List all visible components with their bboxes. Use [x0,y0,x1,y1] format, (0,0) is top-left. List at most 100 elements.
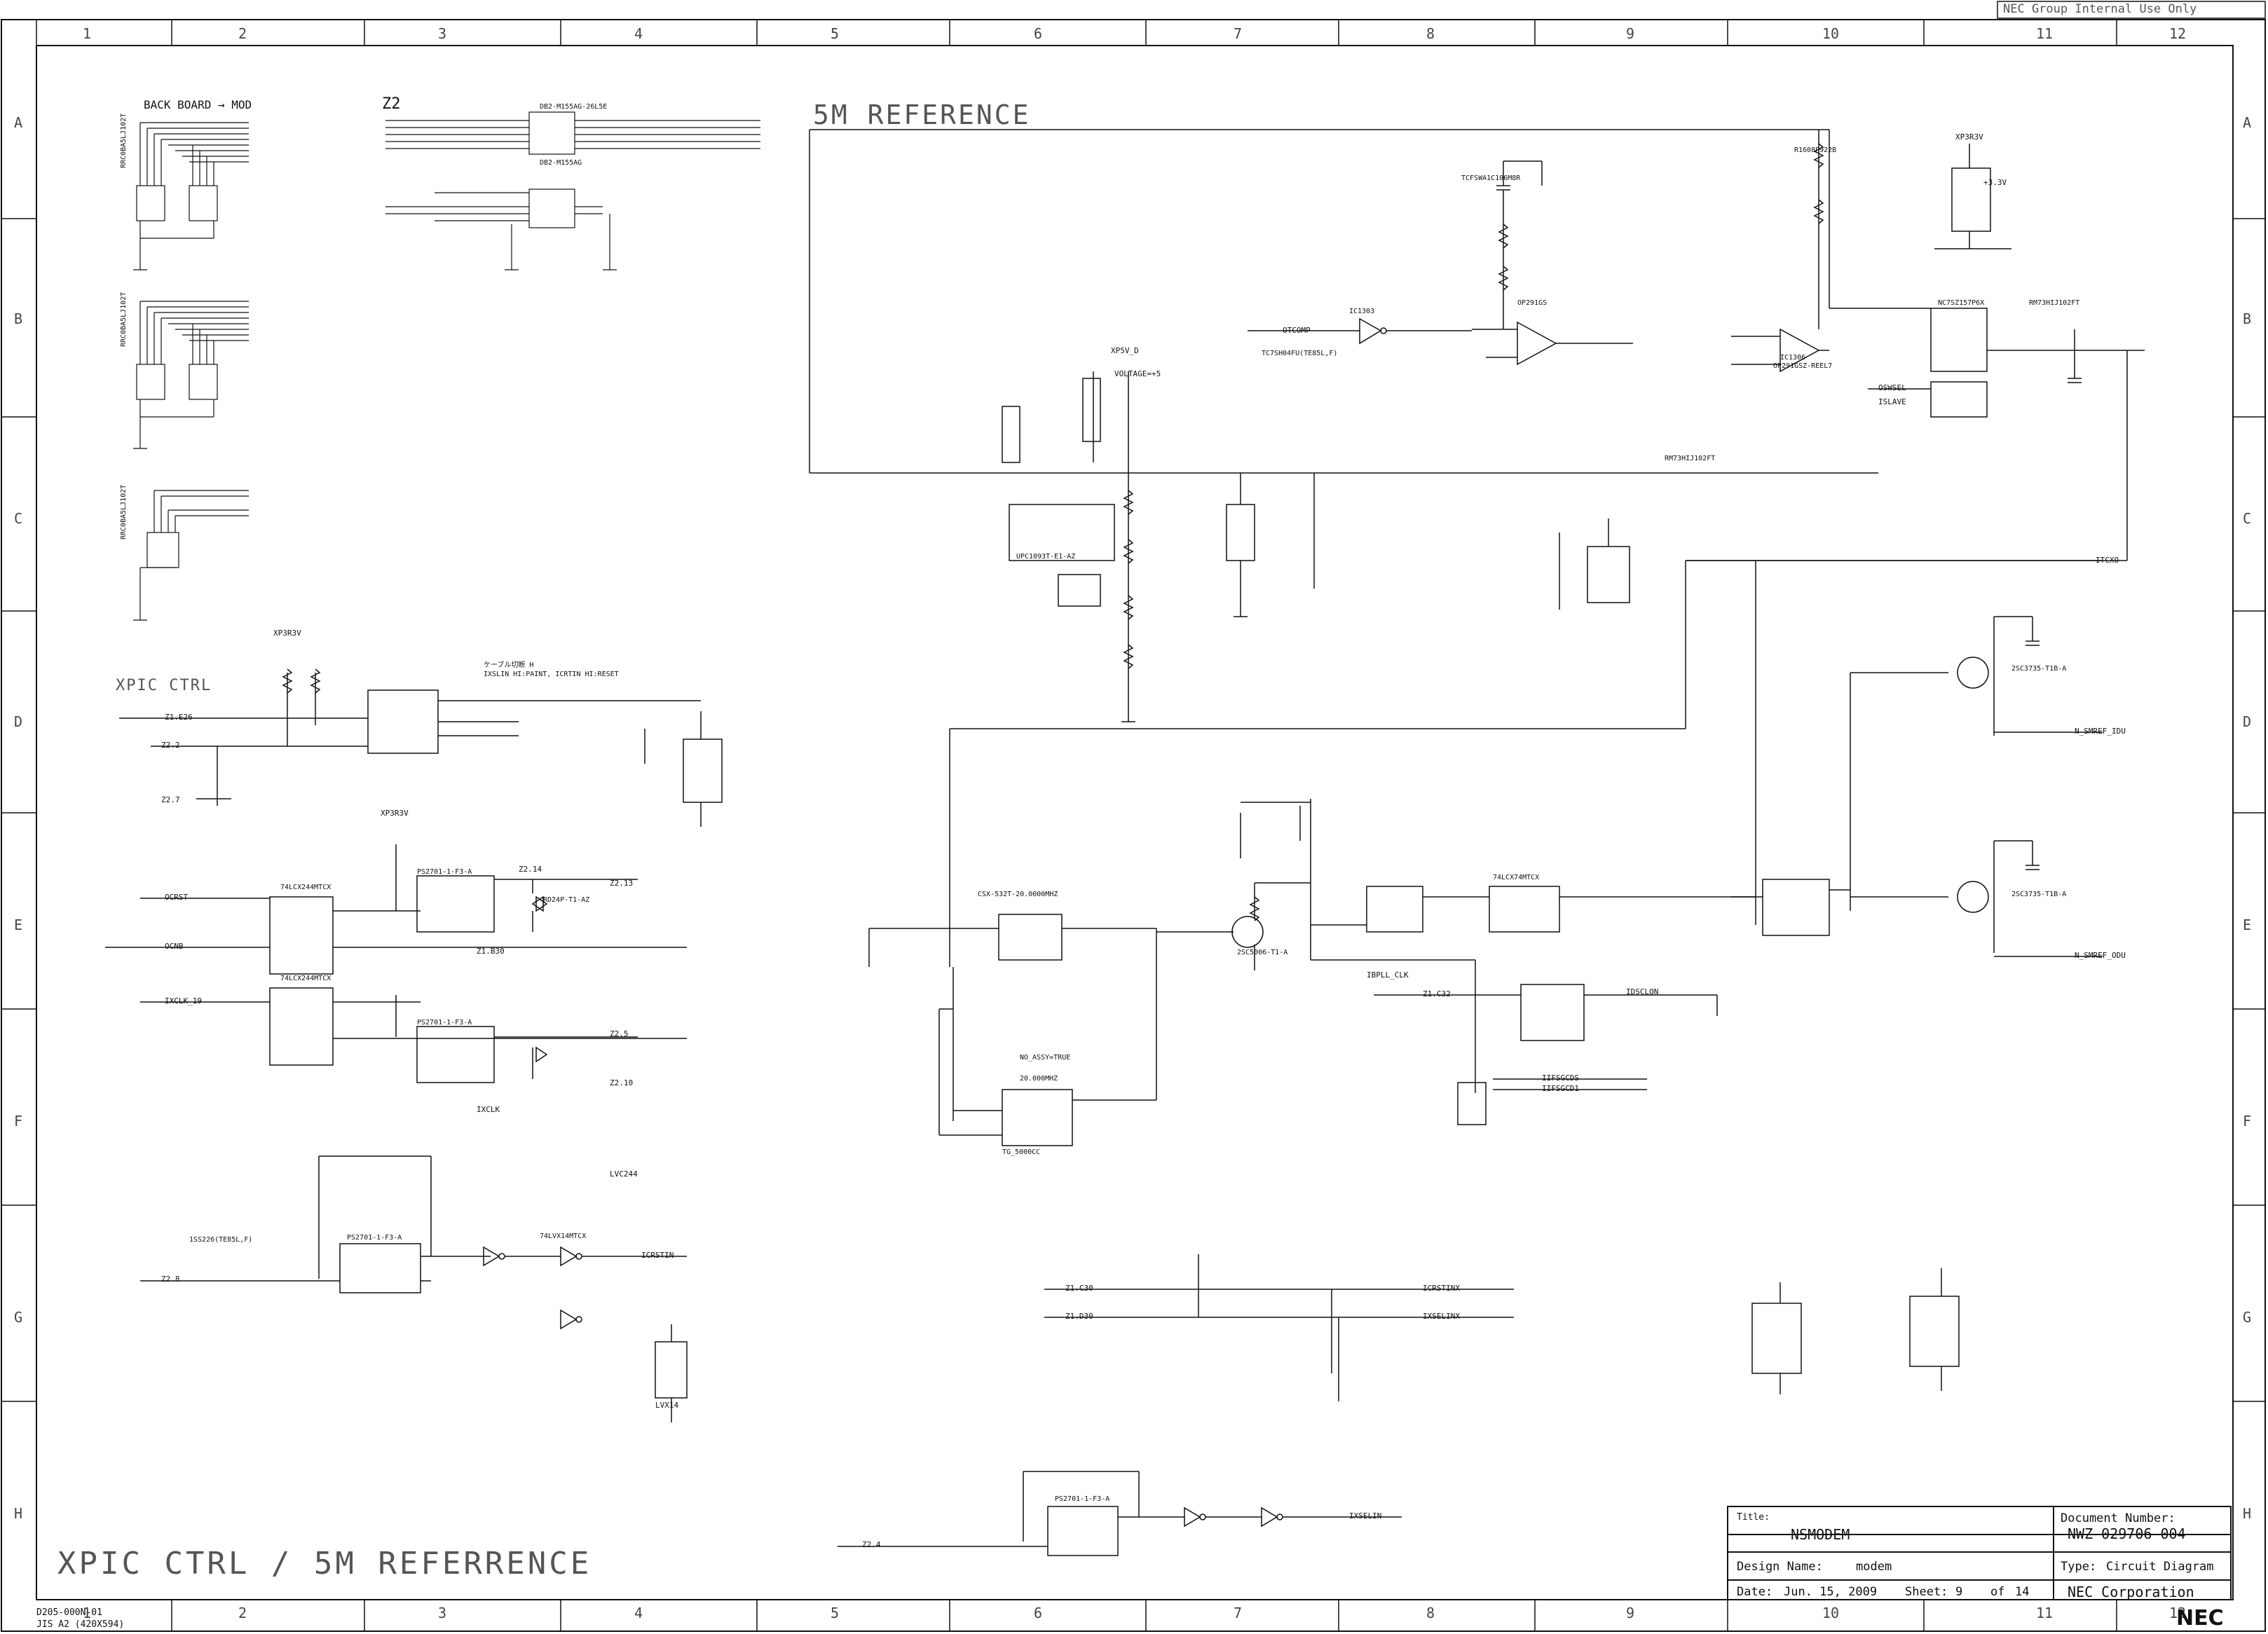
column-number-top: 3 [438,25,447,42]
net-lvx14: LVX14 [655,1401,679,1410]
net-z2-13: Z2.13 [610,879,634,888]
net-z1e26: Z1.E26 [165,713,193,722]
tr1-label: 2SC5006-T1-A [1237,949,1288,956]
r1341-label: RM73HIJ102FT [2029,299,2080,307]
form-number: D205-000N-01 [36,1607,102,1618]
tb-docnum-label: Document Number: [2061,1511,2175,1525]
net-oswsel: OSWSEL [1878,383,1906,392]
net-lvc244: LVC244 [610,1169,638,1179]
cap1311-label: TCFSWA1C106M8R [1461,174,1521,182]
row-letter-right: D [2243,713,2252,730]
row-letter-right: C [2243,510,2252,527]
tb-of-value: 14 [2015,1585,2030,1599]
column-number-top: 2 [238,25,247,42]
r1330-label: R1608P922B [1794,146,1837,154]
r1331-label: RM73HIJ102FT [1665,455,1716,462]
rarray2-label: RRC0BA5LJ102T [120,291,128,347]
column-number-bottom: 9 [1626,1605,1635,1621]
net-z2-4: Z2.4 [862,1540,881,1549]
net-z1d30: Z1.D30 [1065,1312,1093,1321]
net-ocnb: OCNB [165,942,184,951]
row-letter-right: G [2243,1309,2252,1326]
column-number-top: 5 [831,25,840,42]
row-letter-left: G [14,1309,23,1326]
net-ifsgcd2: IIFSGCD1 [1542,1084,1579,1093]
net-z1c32: Z1.C32 [1423,989,1451,998]
tb-docnum-value: NWZ-029706-004 [2068,1525,2186,1542]
column-number-bottom: 12 [2169,1605,2187,1621]
xo-label: TG_5000CC [1002,1148,1041,1156]
tr2-label: 2SC3735-T1B-A [2011,665,2067,673]
net-z2-14: Z2.14 [519,865,542,874]
paper-size: JIS A2 (420X594) [36,1619,125,1630]
z2-title: Z2 [382,95,401,113]
tb-type-label: Type: [2061,1560,2097,1574]
ref-title: 5M REFERENCE [813,99,1031,130]
column-number-top: 12 [2169,25,2187,42]
net-idsc: IDSCLON [1626,987,1659,996]
pc2-label: PS2701-1-F3-A [417,1019,472,1027]
net-itcxo: ITCXO [2096,556,2119,565]
lvc244b-label: 74LCX244MTCX [280,975,332,982]
rarray3-label: RRC0BA5LJ102T [120,484,128,540]
xo-note: NO_ASSY=TRUE [1020,1054,1071,1062]
tb-type-value: Circuit Diagram [2106,1560,2214,1574]
tr3-label: 2SC3735-T1B-A [2011,891,2067,898]
row-letter-left: B [14,310,23,327]
tb-title-value: NSMODEM [1791,1526,1850,1543]
net-icrstinx: ICRSTINX [1423,1284,1460,1293]
net-xp5v: XP5V_D [1111,346,1139,355]
column-number-bottom: 2 [238,1605,247,1621]
latch-label: TC7SH04FU(TE85L,F) [1262,350,1338,357]
net-vol5: VOLTAGE=+5 [1114,369,1161,378]
column-number-top: 7 [1234,25,1243,42]
xpic-ctrl-title: XPIC CTRL [116,677,212,694]
net-xp3r3v-mid: XP3R3V [381,809,409,818]
xo-freq: 20.000MHZ [1020,1075,1058,1083]
column-number-bottom: 7 [1234,1605,1243,1621]
net-ocrst: OCRST [165,893,189,902]
row-letter-left: E [14,916,23,933]
pc3-label: PS2701-1-F3-A [347,1234,402,1242]
pc1-label: PS2701-1-F3-A [417,868,472,876]
column-number-top: 11 [2036,25,2054,42]
net-v33-mux: +3.3V [1983,178,2007,187]
net-otcomp: OTCOMP [1283,326,1311,335]
conn-z2b-label: DB2-M155AG [540,159,582,167]
net-ixselin: IXSELIN [1349,1511,1382,1520]
net-ixclk: IXCLK_19 [165,996,202,1005]
column-number-bottom: 1 [83,1605,92,1621]
xpic-note2: IXSLIN HI:PAINT, ICRTIN HI:RESET [484,671,619,678]
tb-sheet-value: 9 [1955,1585,1963,1599]
net-ixselinx: IXSELINX [1423,1312,1460,1321]
row-letter-right: H [2243,1505,2252,1522]
net-nsref-idu: N_SMREF_IDU [2075,727,2126,736]
row-letter-left: H [14,1505,23,1522]
nec-logo: NEC [2176,1606,2224,1630]
column-number-top: 6 [1034,25,1043,42]
net-islave: ISLAVE [1878,397,1906,406]
net-z2-8: Z2.8 [161,1275,180,1284]
row-letter-right: F [2243,1113,2252,1130]
column-number-top: 10 [1822,25,1840,42]
osc-label: CSX-532T-20.0000MHZ [978,891,1058,898]
mux-label: NC7SZ157P6X [1938,299,1985,307]
net-z2-7: Z2.7 [161,795,180,804]
reg-label: UPC1093T-E1-AZ [1016,553,1076,561]
column-number-top: 8 [1426,25,1435,42]
row-letter-left: C [14,510,23,527]
xpic-note: ケーブル切断 H [484,661,534,669]
net-z1c30: Z1.C30 [1065,1284,1093,1293]
tb-date-label: Date: [1737,1585,1773,1599]
row-letter-right: B [2243,310,2252,327]
tb-design-label: Design Name: [1737,1560,1823,1574]
net-z2-5: Z2.5 [610,1029,629,1038]
row-letter-right: A [2243,114,2252,131]
column-number-bottom: 5 [831,1605,840,1621]
net-z2-10: Z2.10 [610,1078,634,1087]
rarray1-label: RRC0BA5LJ102T [120,113,128,168]
op1-label: OP291GS [1517,299,1548,307]
net-xp3r3v-left: XP3R3V [273,629,301,638]
backboard-title: BACK BOARD → MOD [144,98,252,111]
